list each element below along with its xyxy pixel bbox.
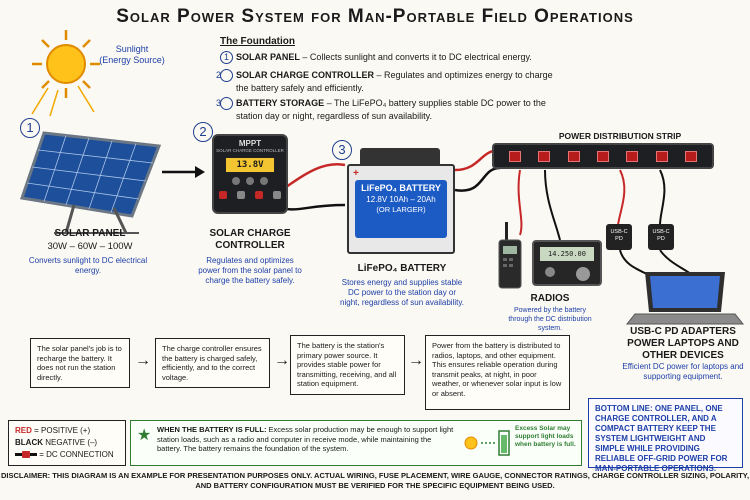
radio-knob[interactable] <box>544 267 555 277</box>
battery-number-badge: 3 <box>332 140 352 160</box>
sun-label: Sunlight <box>115 44 149 54</box>
battery-desc: Stores energy and supplies stable DC pow… <box>340 278 464 307</box>
battery-label-2: 12.8V 10Ah – 20Ah <box>366 195 436 204</box>
legend-red-text: = POSITIVE (+) <box>34 426 91 435</box>
controller-terminals <box>214 191 286 199</box>
step-arrow: → <box>274 352 290 369</box>
panel-number-badge: 1 <box>20 118 40 138</box>
terminal-positive <box>255 191 263 199</box>
page-title: Solar Power System for Man-Portable Fiel… <box>116 6 634 27</box>
battery-full-side: Excess Solar may support light loads whe… <box>515 425 576 448</box>
terminal-negative <box>237 191 245 199</box>
battery-label-3: (OR LARGER) <box>376 205 426 214</box>
legend-red: RED <box>15 426 32 435</box>
controller-display: 13.8V <box>225 157 275 173</box>
handheld-radio-icon <box>498 222 522 289</box>
foundation-item-name: SOLAR PANEL <box>236 52 300 62</box>
panel-desc: Converts sunlight to DC electrical energ… <box>28 256 148 275</box>
battery-plus-sign: + <box>353 168 359 179</box>
base-radio-device: 14.250.00 <box>532 240 602 286</box>
foundation-item-name: SOLAR CHARGE CONTROLLER <box>236 70 374 80</box>
battery-title: LiFePO₄ BATTERY <box>357 263 447 274</box>
controller-button[interactable] <box>260 177 268 185</box>
disclaimer: DISCLAIMER: THIS DIAGRAM IS AN EXAMPLE F… <box>0 471 750 490</box>
battery-label-1: LiFePO₄ BATTERY <box>361 183 441 193</box>
usb-desc: Efficient DC power for laptops and suppo… <box>622 362 744 381</box>
strip-outlet[interactable] <box>538 150 551 162</box>
radios-title: RADIOS <box>530 293 570 304</box>
strip-outlet[interactable] <box>655 150 668 162</box>
step-number-badge: 3 <box>216 97 233 111</box>
battery-full-lead: WHEN THE BATTERY IS FULL: <box>157 425 267 434</box>
laptop-icon <box>625 272 745 325</box>
solar-panel-icon <box>20 131 162 234</box>
foundation-item-name: BATTERY STORAGE <box>236 98 325 108</box>
panel-spec: 30W – 60W – 100W <box>47 241 133 252</box>
strip-outlet[interactable] <box>567 150 580 162</box>
step-box-4: Power from the battery is distributed to… <box>425 335 570 410</box>
foundation-item-text: – The LiFePO₄ battery supplies stable DC… <box>236 98 546 122</box>
step-number-badge: 1 <box>220 51 233 65</box>
sun-icon <box>31 30 100 117</box>
strip-outlet[interactable] <box>508 150 521 162</box>
radio-display: 14.250.00 <box>540 247 594 261</box>
legend-row-negative: BLACK NEGATIVE (–) <box>15 437 119 449</box>
strip-outlet[interactable] <box>596 150 609 162</box>
foundation-item-text: – Regulates and optimizes energy to char… <box>236 70 553 94</box>
controller-device-sublabel: SOLAR CHARGE CONTROLLER <box>216 148 284 153</box>
controller-device-label: MPPT <box>238 139 262 148</box>
wiring-legend: RED = POSITIVE (+) BLACK NEGATIVE (–) = … <box>8 420 126 466</box>
controller-desc: Regulates and optimizes power from the s… <box>198 256 302 285</box>
usb-adapter-1: USB-C PD <box>606 224 632 250</box>
step-box-3: The battery is the station's primary pow… <box>290 335 405 395</box>
battery-full-text: Excess solar production may be enough to… <box>157 425 454 453</box>
panel-title: SOLAR PANEL <box>54 228 126 239</box>
terminal-negative <box>273 191 281 199</box>
charge-controller-device: MPPT SOLAR CHARGE CONTROLLER 13.8V <box>212 134 288 214</box>
strip-outlet[interactable] <box>685 150 698 162</box>
controller-button[interactable] <box>246 177 254 185</box>
usb-title: USB-C PD ADAPTERS POWER LAPTOPS AND OTHE… <box>627 326 739 361</box>
radio-knobs <box>534 267 600 281</box>
step-box-2: The charge controller ensures the batter… <box>155 338 270 388</box>
battery-handle <box>360 148 440 166</box>
battery-body: + LiFePO₄ BATTERY 12.8V 10Ah – 20Ah (OR … <box>347 164 455 254</box>
battery-full-text-block: WHEN THE BATTERY IS FULL: Excess solar p… <box>157 425 457 454</box>
radio-knob[interactable] <box>575 267 590 281</box>
terminal-positive <box>219 191 227 199</box>
strip-outlet[interactable] <box>626 150 639 162</box>
radios-desc: Powered by the battery through the DC di… <box>508 307 592 332</box>
sun-sublabel: (Energy Source) <box>99 55 165 65</box>
power-distribution-strip <box>492 143 714 169</box>
dc-connector-icon <box>15 451 37 459</box>
legend-row-positive: RED = POSITIVE (+) <box>15 425 119 437</box>
sun-caption: Sunlight (Energy Source) <box>92 44 172 66</box>
legend-row-dc: = DC CONNECTION <box>15 449 119 461</box>
step-arrow: → <box>408 352 424 369</box>
step-number-badge: 2 <box>216 69 233 83</box>
controller-buttons <box>214 177 286 185</box>
controller-title: SOLAR CHARGE CONTROLLER <box>209 228 291 251</box>
star-icon: ★ <box>137 427 152 444</box>
legend-black: BLACK <box>15 438 43 447</box>
foundation-heading: The Foundation <box>220 36 295 47</box>
controller-number-badge: 2 <box>193 122 213 142</box>
foundation-item-text: – Collects sunlight and converts it to D… <box>302 52 532 62</box>
strip-title: POWER DISTRIBUTION STRIP <box>558 131 682 141</box>
excess-solar-icon <box>464 430 510 456</box>
usb-adapter-2: USB-C PD <box>648 224 674 250</box>
controller-button[interactable] <box>232 177 240 185</box>
step-arrow: → <box>135 352 151 369</box>
bottom-line-box: BOTTOM LINE: ONE PANEL, ONE CHARGE CONTR… <box>588 398 743 473</box>
battery-label-panel: LiFePO₄ BATTERY 12.8V 10Ah – 20Ah (OR LA… <box>355 180 447 238</box>
battery-full-note: ★ WHEN THE BATTERY IS FULL: Excess solar… <box>130 420 582 466</box>
step-box-1: The solar panel's job is to recharge the… <box>30 338 130 388</box>
legend-black-text: NEGATIVE (–) <box>45 438 98 447</box>
legend-dc-text: = DC CONNECTION <box>39 450 114 459</box>
